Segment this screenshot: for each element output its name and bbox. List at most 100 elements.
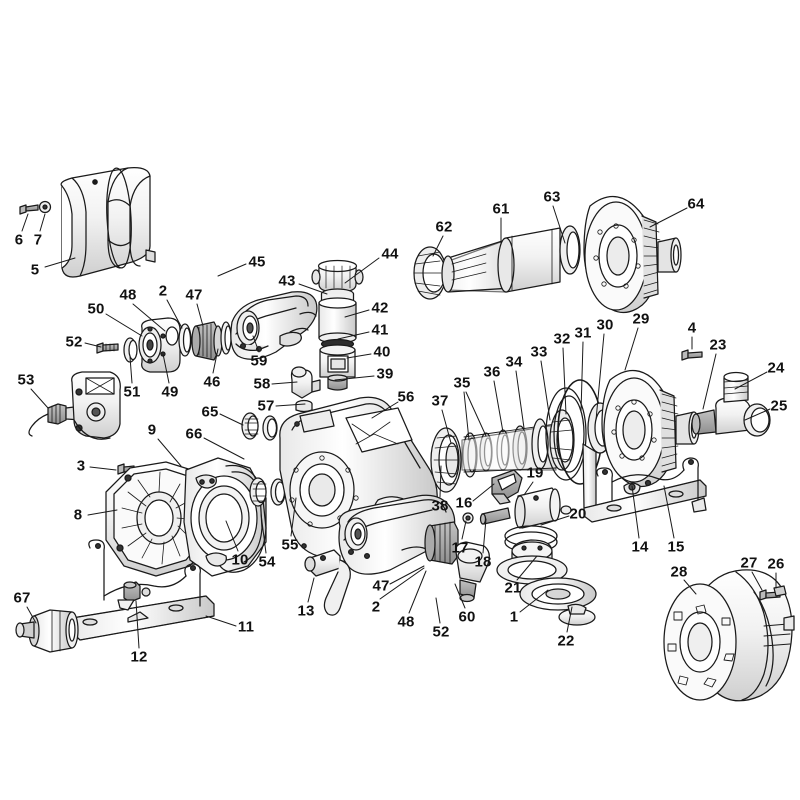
leader-line-5	[44, 257, 76, 268]
leader-line-48	[408, 570, 427, 614]
leader-line-53	[30, 388, 49, 409]
callout-number-59[interactable]: 59	[250, 352, 268, 370]
part-12-fitting	[117, 581, 151, 611]
leader-line-63	[552, 205, 566, 244]
callout-number-65[interactable]: 65	[201, 403, 219, 421]
part-65-seal	[241, 412, 259, 440]
part-25-ring	[743, 403, 771, 437]
leader-line-49	[162, 353, 170, 384]
callout-number-11[interactable]: 11	[237, 618, 255, 636]
callout-number-28[interactable]: 28	[670, 563, 688, 581]
callout-number-66[interactable]: 66	[185, 425, 203, 443]
part-63-seal	[559, 225, 581, 275]
part-2-ring	[220, 321, 232, 355]
part-14-15-bracket	[582, 443, 707, 523]
part-24-elbow	[715, 371, 751, 435]
callout-number-24[interactable]: 24	[767, 359, 785, 377]
part-5-shroud	[60, 167, 156, 278]
leader-line-29	[624, 327, 639, 371]
callout-number-47[interactable]: 47	[185, 286, 203, 304]
callout-number-36[interactable]: 36	[483, 363, 501, 381]
callout-number-31[interactable]: 31	[574, 324, 592, 342]
callout-number-49[interactable]: 49	[161, 383, 179, 401]
callout-number-35[interactable]: 35	[453, 374, 471, 392]
callout-number-50[interactable]: 50	[87, 300, 105, 318]
callout-number-61[interactable]: 61	[492, 200, 510, 218]
callout-number-3[interactable]: 3	[76, 457, 86, 475]
callout-number-40[interactable]: 40	[373, 343, 391, 361]
callout-number-62[interactable]: 62	[435, 218, 453, 236]
part-1-plate	[519, 577, 597, 611]
callout-number-34[interactable]: 34	[505, 353, 523, 371]
callout-number-2[interactable]: 2	[371, 598, 381, 616]
callout-number-10[interactable]: 10	[231, 551, 249, 569]
callout-number-56[interactable]: 56	[397, 388, 415, 406]
part-28-brake-drum	[663, 569, 795, 702]
callout-number-33[interactable]: 33	[530, 343, 548, 361]
callout-number-52[interactable]: 52	[432, 623, 450, 641]
callout-number-58[interactable]: 58	[253, 375, 271, 393]
callout-number-39[interactable]: 39	[376, 365, 394, 383]
part-34-spacer	[531, 418, 549, 470]
callout-number-42[interactable]: 42	[371, 299, 389, 317]
callout-number-4[interactable]: 4	[687, 319, 697, 337]
callout-number-8[interactable]: 8	[73, 506, 83, 524]
callout-number-15[interactable]: 15	[667, 538, 685, 556]
callout-number-53[interactable]: 53	[17, 371, 35, 389]
callout-number-12[interactable]: 12	[130, 648, 148, 666]
callout-number-44[interactable]: 44	[381, 245, 399, 263]
callout-number-57[interactable]: 57	[257, 397, 275, 415]
callout-number-13[interactable]: 13	[297, 602, 315, 620]
callout-number-30[interactable]: 30	[596, 316, 614, 334]
callout-number-45[interactable]: 45	[248, 253, 266, 271]
callout-number-19[interactable]: 19	[526, 464, 544, 482]
callout-number-21[interactable]: 21	[504, 579, 522, 597]
callout-number-63[interactable]: 63	[543, 188, 561, 206]
callout-number-41[interactable]: 41	[371, 321, 389, 339]
callout-number-60[interactable]: 60	[458, 608, 476, 626]
callout-number-1[interactable]: 1	[509, 608, 519, 626]
callout-number-6[interactable]: 6	[14, 231, 24, 249]
part-32-ring	[545, 387, 587, 481]
leader-line-59	[252, 335, 260, 353]
callout-number-27[interactable]: 27	[740, 554, 758, 572]
callout-number-55[interactable]: 55	[281, 536, 299, 554]
callout-number-22[interactable]: 22	[557, 632, 575, 650]
callout-number-43[interactable]: 43	[278, 272, 296, 290]
callout-number-67[interactable]: 67	[13, 589, 31, 607]
leader-line-17	[461, 520, 467, 540]
leader-line-38	[439, 465, 442, 498]
callout-number-32[interactable]: 32	[553, 330, 571, 348]
callout-number-54[interactable]: 54	[258, 553, 276, 571]
part-29-hub	[601, 369, 700, 488]
callout-number-48[interactable]: 48	[119, 286, 137, 304]
callout-number-26[interactable]: 26	[767, 555, 785, 573]
callout-number-23[interactable]: 23	[709, 336, 727, 354]
callout-number-64[interactable]: 64	[687, 195, 705, 213]
callout-number-29[interactable]: 29	[632, 310, 650, 328]
callout-number-25[interactable]: 25	[770, 397, 788, 415]
leader-line-43	[298, 283, 328, 295]
callout-number-9[interactable]: 9	[147, 421, 157, 439]
callout-number-46[interactable]: 46	[203, 373, 221, 391]
leader-line-16	[472, 483, 495, 502]
callout-number-20[interactable]: 20	[569, 505, 587, 523]
callout-number-18[interactable]: 18	[474, 553, 492, 571]
leader-line-55	[290, 497, 297, 537]
leader-line-9	[157, 438, 182, 467]
callout-number-38[interactable]: 38	[431, 497, 449, 515]
callout-number-16[interactable]: 16	[455, 494, 473, 512]
callout-number-47[interactable]: 47	[372, 577, 390, 595]
callout-number-37[interactable]: 37	[431, 392, 449, 410]
callout-number-2[interactable]: 2	[158, 282, 168, 300]
callout-number-52[interactable]: 52	[65, 333, 83, 351]
leader-line-52	[84, 342, 102, 348]
callout-number-17[interactable]: 17	[451, 539, 469, 557]
callout-number-7[interactable]: 7	[33, 231, 43, 249]
leader-line-62	[432, 235, 444, 257]
callout-number-14[interactable]: 14	[631, 538, 649, 556]
callout-number-48[interactable]: 48	[397, 613, 415, 631]
callout-number-5[interactable]: 5	[30, 261, 40, 279]
callout-number-51[interactable]: 51	[123, 383, 141, 401]
